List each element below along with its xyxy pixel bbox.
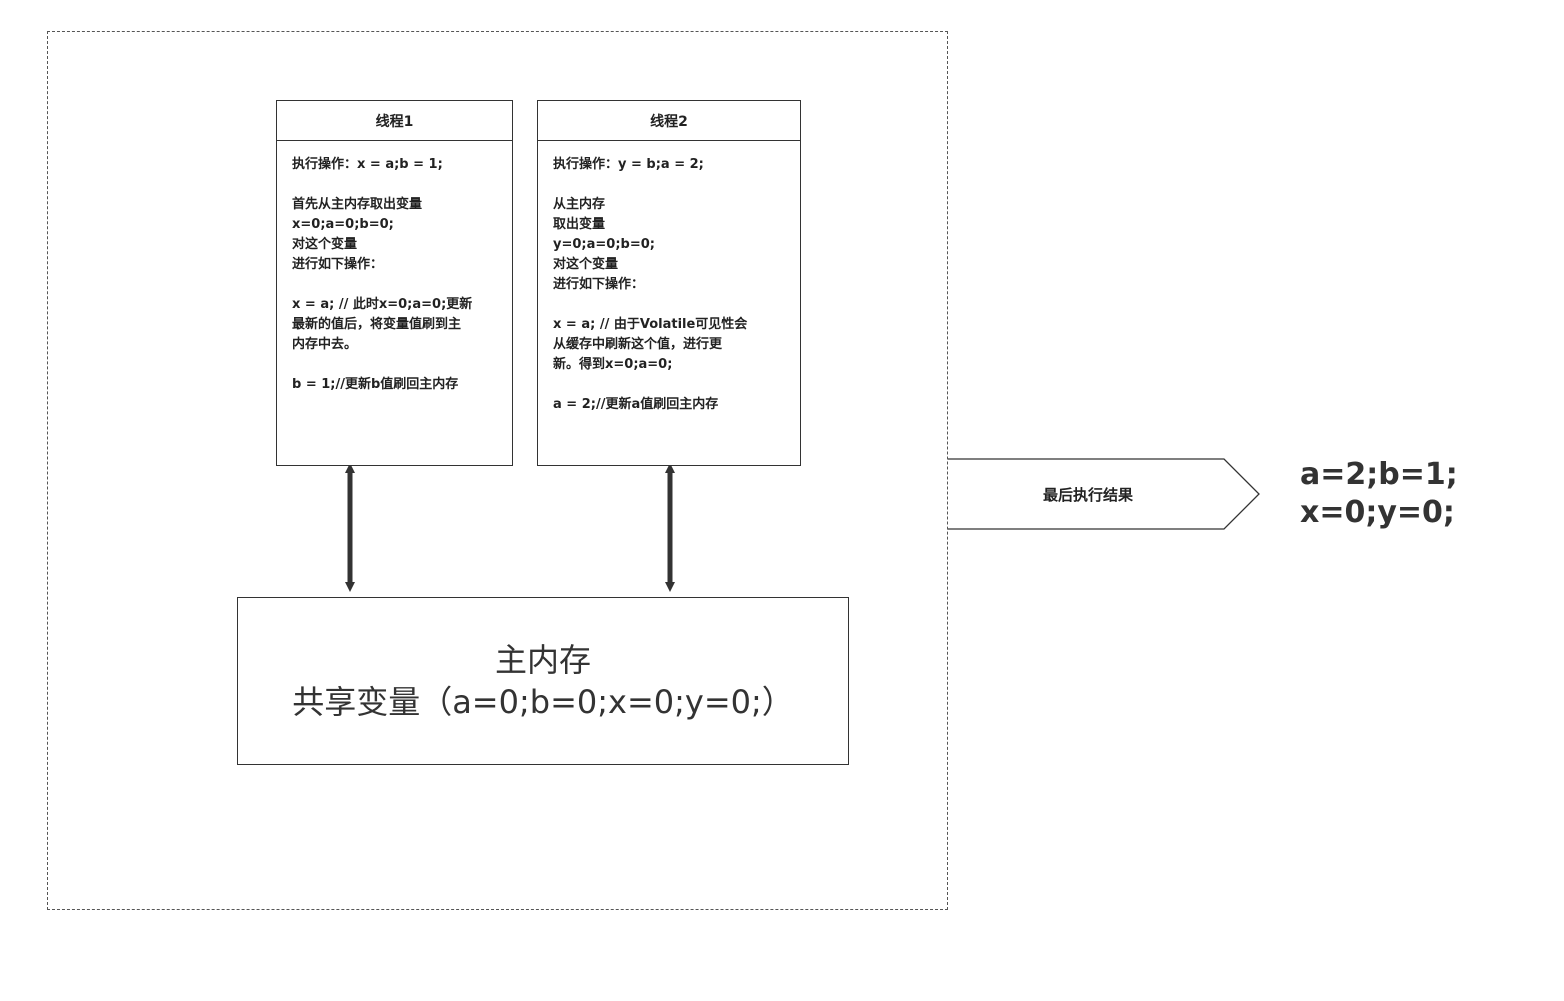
- shared-variables: 共享变量（a=0;b=0;x=0;y=0;）: [292, 683, 794, 721]
- final-result-line1: a=2;b=1;: [1300, 457, 1458, 492]
- thread2-operation: 执行操作：y = b;a = 2;: [553, 157, 704, 172]
- result-arrow-shape: [948, 458, 1260, 530]
- thread2-title: 线程2: [538, 101, 800, 141]
- thread1-title: 线程1: [277, 101, 512, 141]
- thread2-assign-step: x = a; // 由于Volatile可见性会 从缓存中刷新这个值，进行更 新…: [553, 317, 748, 372]
- thread1-write-step: b = 1;//更新b值刷回主内存: [292, 377, 459, 392]
- thread1-operation: 执行操作：x = a;b = 1;: [292, 157, 443, 172]
- thread1-read-step: 首先从主内存取出变量 x=0;a=0;b=0; 对这个变量 进行如下操作：: [292, 197, 423, 272]
- thread2-read-step: 从主内存 取出变量 y=0;a=0;b=0; 对这个变量 进行如下操作：: [553, 197, 655, 292]
- outer-boundary: [47, 31, 948, 910]
- thread1-assign-step: x = a; // 此时x=0;a=0;更新 最新的值后，将变量值刷到主 内存中…: [292, 297, 473, 352]
- thread1-box: 线程1 执行操作：x = a;b = 1; 首先从主内存取出变量 x=0;a=0…: [276, 100, 513, 466]
- thread2-box: 线程2 执行操作：y = b;a = 2; 从主内存 取出变量 y=0;a=0;…: [537, 100, 801, 466]
- main-memory-box: 主内存 共享变量（a=0;b=0;x=0;y=0;）: [237, 597, 849, 765]
- final-result-line2: x=0;y=0;: [1300, 495, 1455, 530]
- thread1-body: 执行操作：x = a;b = 1; 首先从主内存取出变量 x=0;a=0;b=0…: [277, 141, 512, 395]
- thread2-body: 执行操作：y = b;a = 2; 从主内存 取出变量 y=0;a=0;b=0;…: [538, 141, 800, 415]
- thread2-write-step: a = 2;//更新a值刷回主内存: [553, 397, 719, 412]
- main-memory-title: 主内存: [494, 641, 591, 679]
- final-result: a=2;b=1; x=0;y=0;: [1300, 456, 1458, 532]
- result-arrow-label: 最后执行结果: [1042, 485, 1133, 504]
